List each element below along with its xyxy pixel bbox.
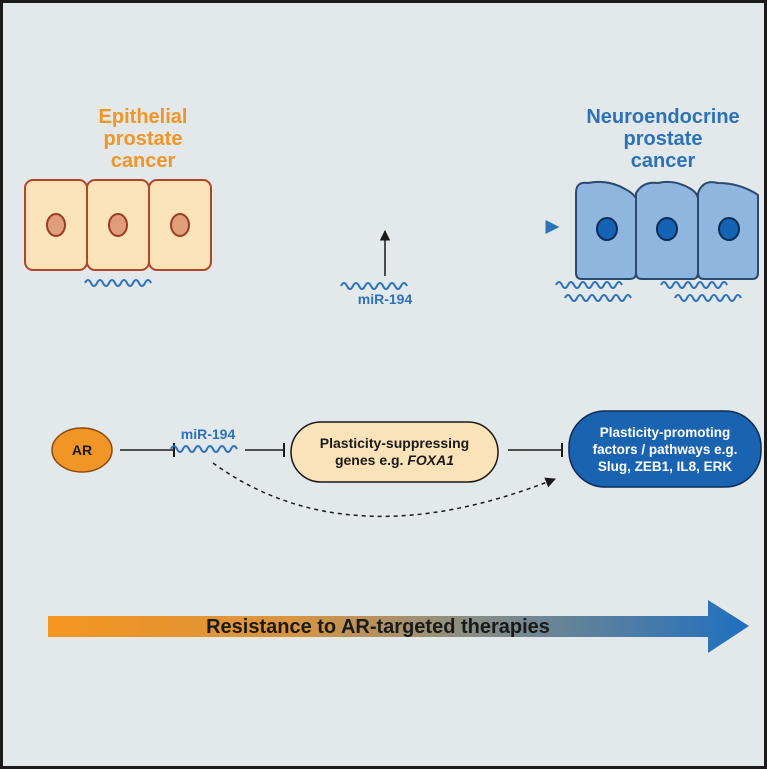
promoting-factors-text: Plasticity-promoting factors / pathways … [569, 411, 761, 487]
suppressing-genes-node [290, 421, 499, 483]
epithelial-nucleus-2 [108, 213, 128, 237]
suppressing-genes-line1: Plasticity-suppressing [319, 435, 470, 451]
promoting-factors-line3: Slug, ZEB1, IL8, ERK [597, 458, 733, 474]
epithelial-nucleus-1 [46, 213, 66, 237]
neuroendocrine-label-line3: cancer [630, 150, 696, 172]
epithelial-mirna-squiggle [84, 279, 152, 287]
diagram-graphics [24, 179, 762, 653]
indirect-dashed-arrow [212, 462, 556, 518]
top-mirna-label: miR-194 [357, 291, 413, 307]
epithelial-label-line1: Epithelial [98, 106, 188, 128]
neuro-nucleus-2 [656, 217, 678, 241]
epithelial-label: Epithelial prostate cancer [38, 106, 248, 172]
pathway-mirna-squiggle [170, 445, 238, 453]
epithelial-nucleus-3 [170, 213, 190, 237]
neuro-mirna-squiggle-3 [564, 294, 632, 302]
resistance-arrow [48, 600, 749, 653]
neuro-nucleus-3 [718, 217, 740, 241]
neuro-mirna-squiggle-4 [674, 294, 742, 302]
epithelial-label-line2: prostate [103, 128, 183, 150]
pathway-mirna-label: miR-194 [180, 426, 236, 442]
neuroendocrine-label-line1: Neuroendocrine [586, 106, 740, 128]
suppressing-genes-text: Plasticity-suppressing genes e.g. FOXA1 [291, 422, 498, 482]
foxa1-gene: FOXA1 [407, 452, 455, 468]
suppressing-genes-prefix: genes e.g. [334, 452, 408, 468]
neuro-nucleus-1 [596, 217, 618, 241]
neuroendocrine-label-line2: prostate [623, 128, 703, 150]
center-mirna-squiggle [340, 282, 408, 290]
suppressing-genes-line2: genes e.g. FOXA1 [335, 452, 454, 469]
ar-label: AR [71, 442, 93, 458]
epithelial-cells [24, 179, 212, 271]
neuroendocrine-cells [575, 180, 759, 280]
promoting-factors-line2: factors / pathways e.g. [592, 441, 738, 457]
neuro-mirna-squiggle-2 [660, 281, 728, 289]
neuro-mirna-squiggle-1 [555, 281, 623, 289]
promoting-factors-line1: Plasticity-promoting [599, 424, 731, 440]
epithelial-label-line3: cancer [110, 150, 176, 172]
ar-node [51, 427, 113, 473]
neuroendocrine-label: Neuroendocrine prostate cancer [558, 106, 764, 172]
resistance-label: Resistance to AR-targeted therapies [206, 616, 550, 638]
promoting-factors-node [568, 410, 762, 488]
